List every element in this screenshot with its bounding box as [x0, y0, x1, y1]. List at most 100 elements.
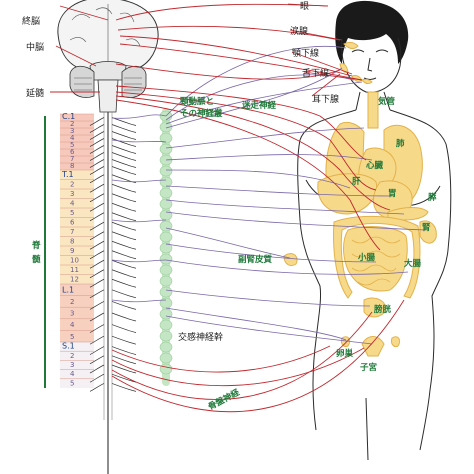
- spinal-root-left: [89, 138, 105, 147]
- ganglion: [159, 330, 173, 342]
- spinal-root-right: [111, 131, 137, 140]
- ganglion: [159, 198, 173, 210]
- spinal-root-right: [111, 193, 137, 203]
- label-medulla: 延髄: [26, 87, 44, 99]
- segment-label-cervical-5: 6: [70, 148, 75, 156]
- spinal-root-right: [111, 346, 137, 355]
- ganglia: [159, 110, 173, 375]
- spinal-root-left: [89, 145, 105, 154]
- label-eye: 眼: [300, 1, 309, 12]
- ganglion: [159, 143, 173, 155]
- spinal-root-left: [89, 231, 105, 241]
- segment-label-thoracic-1: 2: [70, 180, 74, 188]
- label-vagus: 迷走神経: [241, 100, 277, 111]
- spinal-root-right: [111, 174, 137, 184]
- mouth: [363, 77, 377, 80]
- spinal-root-right: [111, 159, 137, 168]
- label-carotid-2: その神経叢: [180, 108, 223, 119]
- label-kidney: 腎: [422, 222, 431, 233]
- spinal-root-right: [111, 152, 137, 161]
- brain-folds: [69, 4, 141, 64]
- brainstem: [97, 79, 119, 113]
- label-small-intestine: 小腸: [357, 252, 376, 263]
- label-liver: 肝: [352, 177, 361, 187]
- ganglion: [159, 253, 173, 265]
- spinal-root-right: [111, 269, 137, 279]
- spinal-root-right: [111, 166, 137, 175]
- lacrimal-gland: [343, 41, 359, 50]
- neck: [355, 91, 391, 111]
- segment-label-thoracic-4: 5: [70, 209, 74, 217]
- segment-label-cervical-4: 5: [70, 141, 74, 149]
- spinal-root-right: [111, 250, 137, 260]
- spinal-root-left: [89, 355, 105, 365]
- ovary-right-shape: [391, 336, 401, 347]
- spinal-root-right: [111, 383, 137, 392]
- spinal-root-left: [89, 202, 105, 212]
- spinal-root-left: [89, 278, 105, 288]
- ganglion: [159, 231, 173, 243]
- segment-label-sacral-1: 2: [70, 352, 74, 360]
- spinal-root-left: [89, 183, 105, 193]
- segment-label-thoracic-9: 10: [70, 256, 79, 264]
- label-sublingual: 舌下線: [302, 67, 329, 79]
- spinal-root-left: [89, 240, 105, 250]
- large-intestine-shape: [333, 215, 421, 299]
- segment-label-cervical-7: 8: [70, 162, 74, 170]
- label-spinal-cord-1: 脊: [31, 240, 41, 251]
- ganglion: [159, 220, 173, 232]
- ganglion: [159, 319, 173, 331]
- spinal-root-right: [111, 183, 137, 193]
- segment-labels: C.12345678T.123456789101112L.12345S.1234…: [61, 112, 79, 387]
- ganglion: [159, 242, 173, 254]
- segment-label-cervical-0: C.1: [62, 112, 75, 121]
- label-trachea: 気管: [378, 96, 396, 107]
- spinal-root-left: [89, 174, 105, 184]
- segment-label-thoracic-3: 4: [70, 199, 75, 207]
- label-large-intestine: 大腸: [404, 258, 422, 269]
- spinal-root-left: [89, 312, 105, 322]
- spinal-nerve-roots: [89, 117, 137, 392]
- sympathetic-trunk: [159, 108, 173, 386]
- uterus-shape: [361, 336, 385, 357]
- segment-label-cervical-1: 2: [70, 120, 74, 128]
- hair: [335, 0, 409, 65]
- spinal-root-right: [111, 335, 137, 345]
- segment-label-lumbar-4: 5: [70, 333, 74, 341]
- segment-label-thoracic-11: 12: [70, 275, 79, 283]
- kidney-shape: [419, 220, 437, 244]
- segment-label-lumbar-2: 3: [70, 310, 74, 318]
- segment-label-cervical-2: 3: [70, 127, 74, 135]
- label-lacrimal: 涙腺: [290, 25, 308, 37]
- spinal-root-left: [89, 193, 105, 203]
- spinal-root-right: [111, 117, 137, 126]
- segment-label-sacral-2: 3: [70, 361, 74, 369]
- brain: [57, 0, 159, 113]
- segment-label-cervical-3: 4: [70, 134, 75, 142]
- spinal-root-right: [111, 289, 137, 299]
- segment-label-sacral-4: 5: [70, 379, 74, 387]
- cerebellum-folds: [74, 77, 142, 91]
- segment-label-lumbar-0: L.1: [62, 285, 74, 294]
- spinal-root-left: [89, 221, 105, 231]
- segment-label-cervical-6: 7: [70, 155, 74, 163]
- bladder-shape: [363, 297, 387, 318]
- spinal-root-right: [111, 324, 137, 333]
- ganglion: [159, 308, 173, 320]
- spinal-root-right: [111, 355, 137, 365]
- segment-label-lumbar-3: 4: [70, 321, 75, 329]
- eye-left: [351, 49, 365, 53]
- inner-leg: [365, 397, 369, 461]
- ganglion: [159, 341, 173, 353]
- ganglion: [159, 121, 173, 133]
- ganglion: [159, 132, 173, 144]
- spinal-root-right: [111, 278, 137, 288]
- spinal-root-right: [111, 240, 137, 250]
- segment-label-thoracic-10: 11: [70, 266, 79, 274]
- ganglion: [159, 352, 173, 364]
- spinal-root-left: [89, 159, 105, 168]
- ganglion: [159, 297, 173, 309]
- label-sympathetic-trunk: 交感神経幹: [178, 331, 223, 343]
- ganglion: [159, 165, 173, 177]
